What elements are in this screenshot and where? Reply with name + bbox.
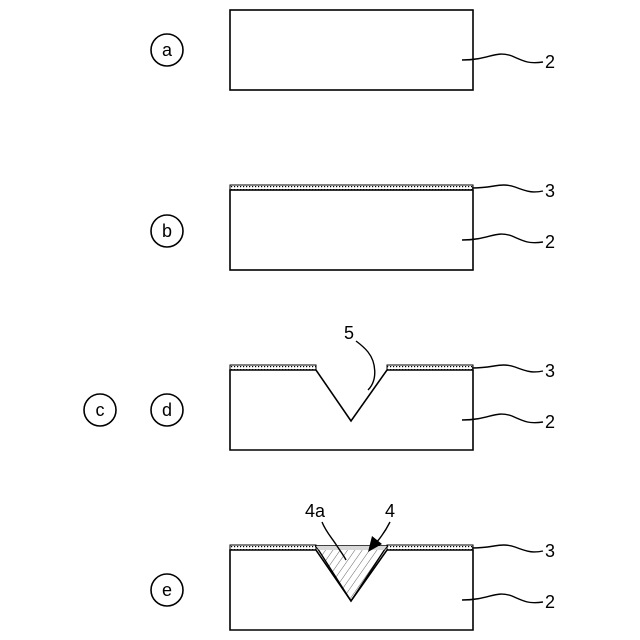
panel-e: e 4a 4 3 2 xyxy=(151,501,555,630)
ref-4a-e: 4a xyxy=(305,501,326,521)
step-e-label: e xyxy=(162,580,172,600)
substrate-b xyxy=(230,190,473,270)
ref-2-e: 2 xyxy=(545,592,555,612)
substrate-a xyxy=(230,10,473,90)
ref-3-e: 3 xyxy=(545,541,555,561)
step-a-label: a xyxy=(162,40,173,60)
panel-b: b 3 2 xyxy=(151,181,555,270)
leader-2-e xyxy=(462,594,543,603)
leader-2-a xyxy=(462,54,543,63)
leader-3-e xyxy=(472,545,543,552)
ref-5-d: 5 xyxy=(344,323,354,343)
ref-2-b: 2 xyxy=(545,232,555,252)
leader-2-b xyxy=(462,234,543,243)
leader-3-b xyxy=(472,185,543,192)
ref-3-d: 3 xyxy=(545,361,555,381)
leader-2-d xyxy=(462,414,543,423)
ref-2-d: 2 xyxy=(545,412,555,432)
ref-2-a: 2 xyxy=(545,52,555,72)
leader-5-d xyxy=(356,341,375,390)
ref-4-e: 4 xyxy=(385,501,395,521)
panel-cd: c d 5 3 2 xyxy=(84,323,555,450)
step-b-label: b xyxy=(162,221,172,241)
ref-3-b: 3 xyxy=(545,181,555,201)
step-c-label: c xyxy=(96,400,105,420)
step-d-label: d xyxy=(162,400,172,420)
leader-3-d xyxy=(472,365,543,372)
panel-a: a 2 xyxy=(151,10,555,90)
substrate-d xyxy=(230,370,473,450)
leader-4-e xyxy=(376,522,390,543)
